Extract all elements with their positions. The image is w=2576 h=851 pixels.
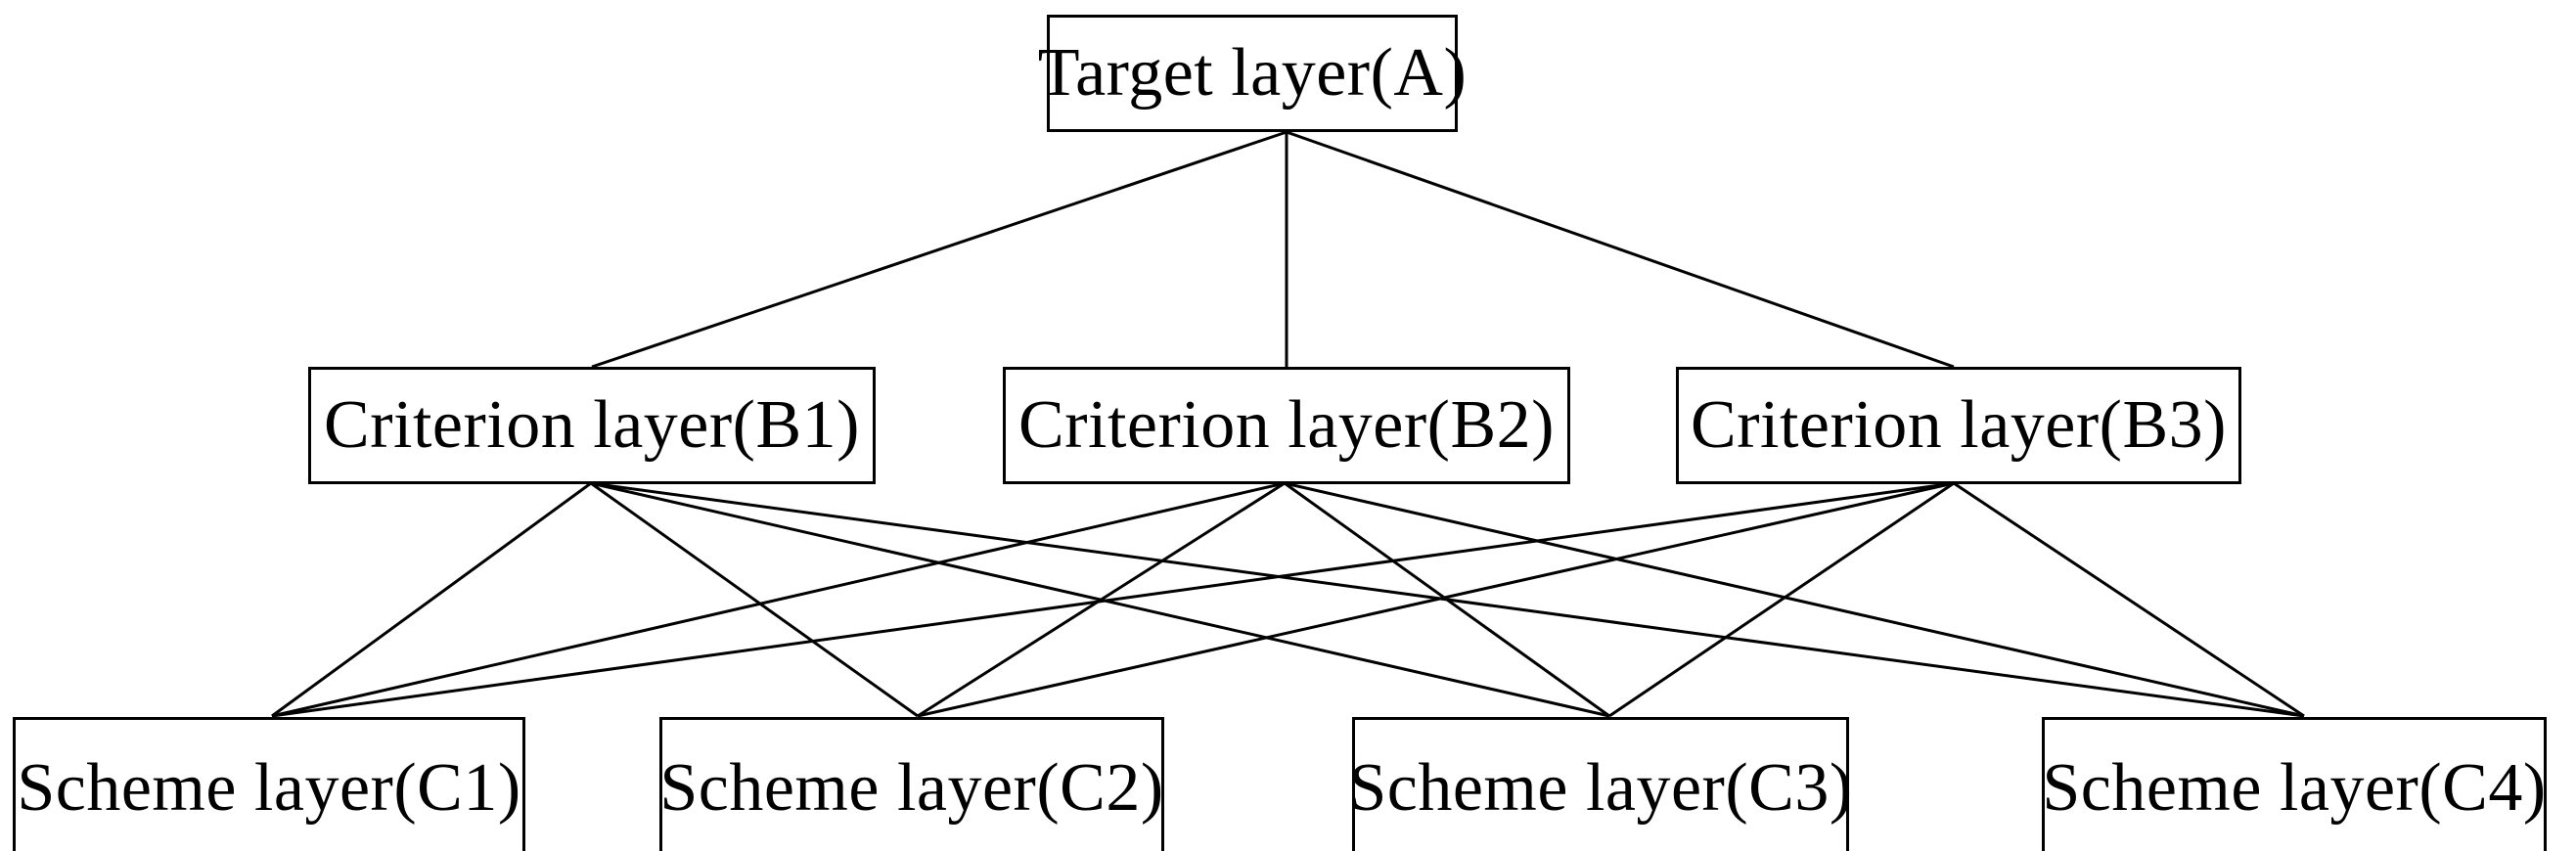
node-b3[interactable]: Criterion layer(B3) (1676, 367, 2241, 484)
node-label-b3: Criterion layer(B3) (1691, 387, 2227, 463)
edge-b3-c3 (1608, 481, 1955, 718)
edge-b2-c4 (1284, 481, 2305, 718)
node-c2[interactable]: Scheme layer(C2) (659, 717, 1164, 851)
edges-criterion-to-scheme (271, 481, 2305, 718)
edge-b3-c4 (1953, 481, 2305, 718)
node-label-b1: Criterion layer(B1) (324, 387, 860, 463)
edge-a-b3 (1286, 130, 1955, 369)
edge-b1-c1 (271, 481, 592, 718)
edge-b1-c4 (590, 481, 2305, 718)
edge-b2-c2 (917, 481, 1286, 718)
node-a[interactable]: Target layer(A) (1038, 15, 1467, 132)
edge-b1-c3 (590, 481, 1610, 718)
node-label-b2: Criterion layer(B2) (1018, 387, 1555, 463)
node-label-c4: Scheme layer(C4) (2042, 749, 2547, 826)
edge-b1-c2 (590, 481, 919, 718)
node-c3[interactable]: Scheme layer(C3) (1348, 717, 1852, 851)
edge-b3-c1 (271, 481, 1955, 718)
node-label-c2: Scheme layer(C2) (659, 749, 1164, 826)
node-label-c3: Scheme layer(C3) (1348, 749, 1853, 826)
edge-a-b1 (591, 130, 1288, 369)
edge-b2-c3 (1284, 481, 1610, 718)
node-b2[interactable]: Criterion layer(B2) (1003, 367, 1570, 484)
node-label-c1: Scheme layer(C1) (17, 749, 521, 826)
node-c1[interactable]: Scheme layer(C1) (13, 717, 525, 851)
node-c4[interactable]: Scheme layer(C4) (2042, 717, 2547, 851)
edges-target-to-criterion (591, 130, 1955, 369)
node-label-a: Target layer(A) (1037, 35, 1468, 111)
node-b1[interactable]: Criterion layer(B1) (308, 367, 876, 484)
edge-b2-c1 (271, 481, 1286, 718)
edge-b3-c2 (917, 481, 1955, 718)
